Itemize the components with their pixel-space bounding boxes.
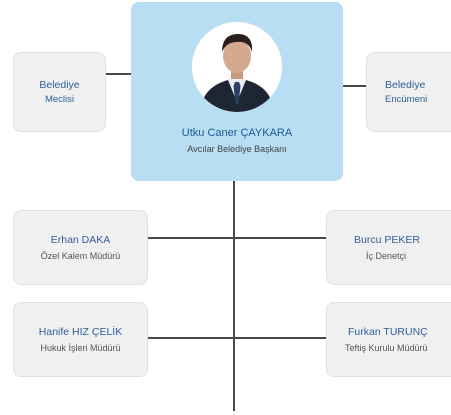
mayor-avatar xyxy=(192,22,282,112)
committee-label-line2: Encümeni xyxy=(385,94,428,105)
staff-name: Furkan TURUNÇ xyxy=(348,325,428,338)
staff-role: Teftiş Kurulu Müdürü xyxy=(345,342,428,353)
connector-row1 xyxy=(147,237,327,239)
connector-head-right xyxy=(342,85,367,87)
staff-card-erhan-daka[interactable]: Erhan DAKA Özel Kalem Müdürü xyxy=(13,210,148,285)
connector-row2 xyxy=(147,337,327,339)
council-label-line2: Meclisi xyxy=(44,94,75,105)
council-card[interactable]: Belediye Meclisi xyxy=(13,52,106,132)
staff-card-hanife-hiz-celik[interactable]: Hanife HIZ ÇELİK Hukuk İşleri Müdürü xyxy=(13,302,148,377)
staff-name: Hanife HIZ ÇELİK xyxy=(38,325,123,338)
staff-role: Özel Kalem Müdürü xyxy=(40,250,121,261)
mayor-name: Utku Caner ÇAYKARA xyxy=(181,127,293,139)
staff-role: İç Denetçi xyxy=(366,250,407,261)
connector-head-left xyxy=(105,73,132,75)
council-label-line1: Belediye xyxy=(39,79,80,91)
staff-role: Hukuk İşleri Müdürü xyxy=(40,342,121,353)
staff-card-burcu-peker[interactable]: Burcu PEKER İç Denetçi xyxy=(326,210,451,285)
staff-name: Erhan DAKA xyxy=(50,233,111,246)
staff-name: Burcu PEKER xyxy=(354,233,420,246)
mayor-card[interactable]: Utku Caner ÇAYKARA Avcılar Belediye Başk… xyxy=(131,2,343,181)
mayor-title: Avcılar Belediye Başkanı xyxy=(187,144,287,154)
committee-label-line1: Belediye xyxy=(385,79,426,91)
person-photo-icon xyxy=(192,22,282,112)
committee-card[interactable]: Belediye Encümeni xyxy=(366,52,451,132)
staff-card-furkan-turunc[interactable]: Furkan TURUNÇ Teftiş Kurulu Müdürü xyxy=(326,302,451,377)
connector-vertical-trunk xyxy=(233,181,235,411)
